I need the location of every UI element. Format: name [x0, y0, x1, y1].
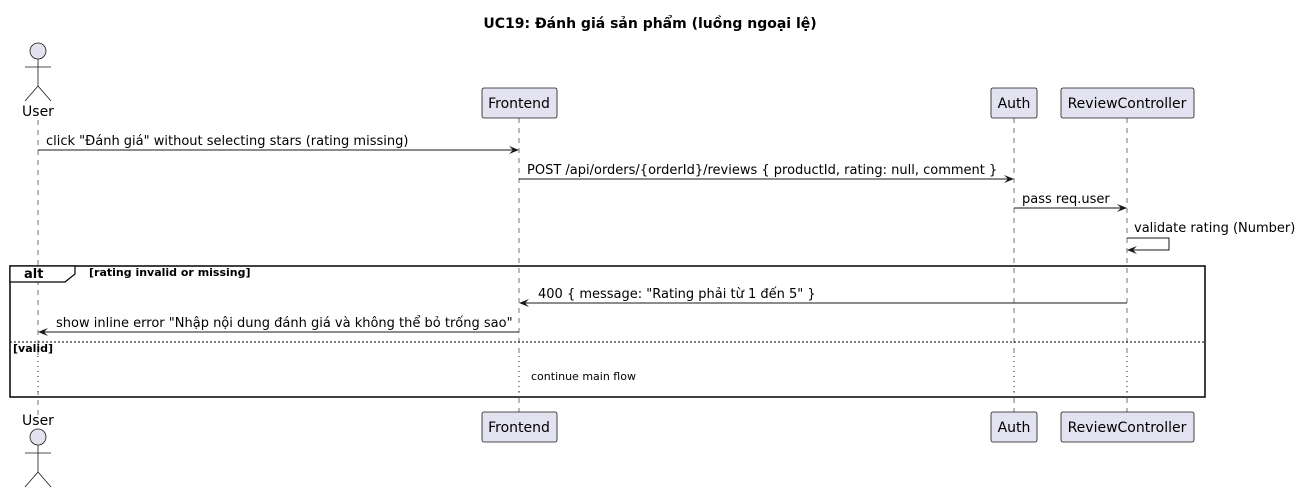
fragment-keyword: alt: [24, 267, 43, 282]
message-label: pass req.user: [1022, 192, 1110, 207]
participant-frontend-bottom: Frontend: [481, 411, 558, 443]
participant-frontend-top: Frontend: [481, 87, 558, 119]
fragment-condition: [rating invalid or missing]: [89, 266, 251, 279]
message-label: show inline error "Nhập nội dung đánh gi…: [56, 316, 513, 331]
message-label: 400 { message: "Rating phải từ 1 đến 5" …: [538, 287, 816, 302]
participant-reviewcontroller-bottom: ReviewController: [1060, 411, 1195, 443]
message-2: POST /api/orders/{orderId}/reviews { pro…: [519, 163, 1014, 183]
message-3: pass req.user: [1014, 192, 1127, 212]
fragment-else-condition: [valid]: [13, 342, 53, 355]
actor-user-bottom: User: [22, 413, 54, 488]
alt-fragment: alt [rating invalid or missing] [valid]: [9, 265, 1206, 398]
participant-label-user: User: [22, 413, 54, 429]
message-label: click "Đánh giá" without selecting stars…: [46, 134, 408, 149]
fragment-tab: [9, 265, 76, 283]
participant-label-frontend: Frontend: [488, 96, 550, 112]
participant-label-frontend: Frontend: [488, 420, 550, 436]
message-label: validate rating (Number): [1134, 221, 1295, 236]
message-label: POST /api/orders/{orderId}/reviews { pro…: [527, 163, 997, 178]
participant-label-reviewcontroller: ReviewController: [1068, 96, 1187, 112]
participant-reviewcontroller-top: ReviewController: [1060, 87, 1195, 119]
participant-label-auth: Auth: [998, 420, 1031, 436]
actor-head-icon: [29, 428, 47, 446]
message-1: click "Đánh giá" without selecting stars…: [38, 134, 519, 154]
fragment-frame: [9, 265, 1206, 398]
actor-user-top: User: [22, 42, 54, 120]
delay-note: continue main flow: [531, 370, 636, 383]
diagram-title: UC19: Đánh giá sản phẩm (luồng ngoại lệ): [483, 15, 816, 32]
message-arrow: [1127, 237, 1170, 254]
participant-label-auth: Auth: [998, 96, 1031, 112]
message-6: show inline error "Nhập nội dung đánh gi…: [38, 316, 519, 336]
participant-label-reviewcontroller: ReviewController: [1068, 420, 1187, 436]
message-5: 400 { message: "Rating phải từ 1 đến 5" …: [519, 287, 1127, 307]
participant-auth-bottom: Auth: [990, 411, 1038, 443]
delay-segment: continue main flow: [30, 356, 1135, 392]
message-4-self: validate rating (Number): [1127, 221, 1295, 254]
participant-auth-top: Auth: [990, 87, 1038, 119]
participant-label-user: User: [22, 104, 54, 120]
actor-head-icon: [29, 42, 47, 60]
